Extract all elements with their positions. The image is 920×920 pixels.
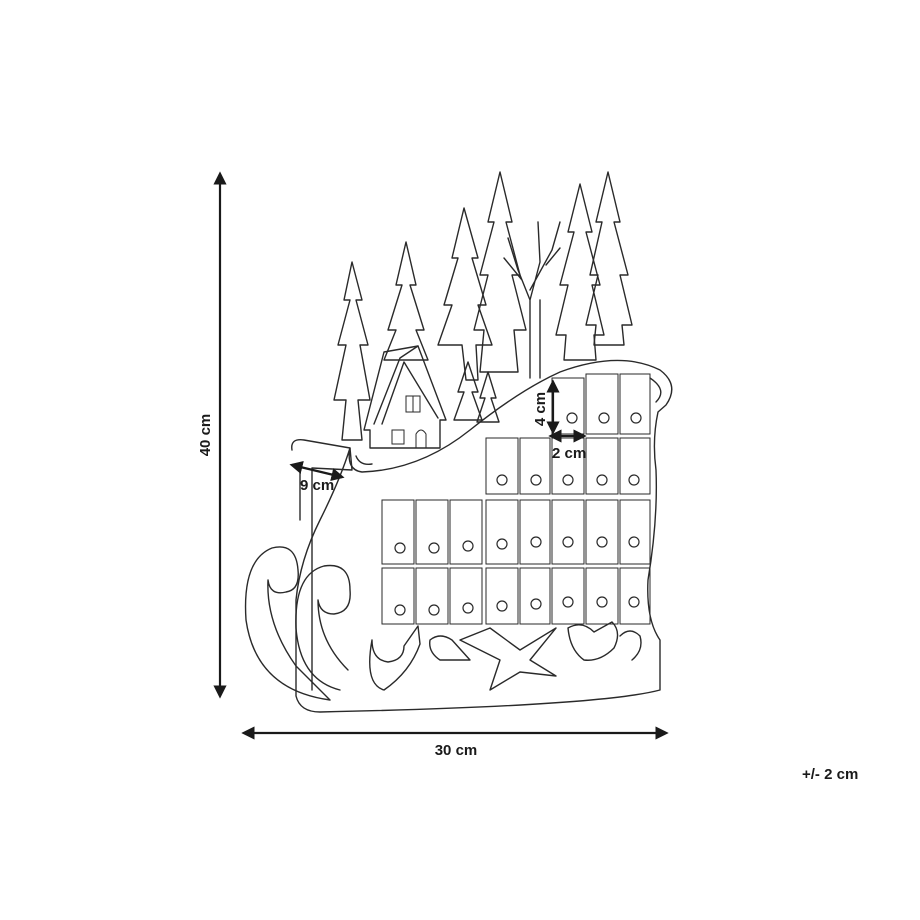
drawer — [619, 499, 651, 565]
bare-tree-icon — [503, 221, 561, 379]
drawer — [485, 437, 519, 495]
drawer-knob — [394, 542, 406, 554]
drawer-knob — [566, 412, 578, 424]
drawer-knob — [628, 474, 640, 486]
drawer-knob — [598, 412, 610, 424]
depth-label: 9 cm — [300, 477, 334, 494]
drawer-knob — [530, 474, 542, 486]
drawer — [619, 437, 651, 495]
drawer-knob — [562, 536, 574, 548]
drawer — [585, 567, 619, 625]
house-window-left — [391, 429, 405, 445]
drawer-knob — [530, 598, 542, 610]
drawer — [619, 567, 651, 625]
tree-icon — [333, 261, 371, 441]
drawer — [619, 373, 651, 435]
sleigh-body — [295, 359, 673, 713]
drawer — [585, 499, 619, 565]
house-door — [415, 429, 427, 448]
drawer-knob — [628, 596, 640, 608]
width-dimension: 30 cm — [241, 726, 669, 759]
drawer — [551, 499, 585, 565]
drawer-knob — [462, 602, 474, 614]
drawer — [485, 499, 519, 565]
drawer — [449, 499, 483, 565]
drawer — [519, 567, 551, 625]
drawer-knob — [530, 536, 542, 548]
drawer-knob — [428, 542, 440, 554]
depth-dimension: 9 cm — [289, 461, 345, 494]
drawer-width-dimension: 2 cm — [548, 429, 587, 462]
tree-illustrations — [333, 171, 633, 441]
depth-dimension-line — [289, 461, 345, 481]
drawer-height-dimension: 4 cm — [532, 379, 560, 435]
tree-icon — [383, 241, 429, 361]
drawer — [415, 567, 449, 625]
width-label: 30 cm — [435, 742, 478, 759]
small-tree-icon — [453, 361, 500, 423]
sleigh-cutouts — [369, 621, 642, 691]
house-illustration — [363, 345, 447, 449]
drawer — [381, 499, 415, 565]
drawer — [551, 567, 585, 625]
height-dimension: 40 cm — [197, 171, 227, 699]
drawer-knob — [496, 538, 508, 550]
drawer-grid — [381, 373, 651, 625]
drawer-knob — [562, 474, 574, 486]
drawer — [551, 377, 585, 435]
drawer-height-label: 4 cm — [532, 392, 549, 426]
drawer-knob — [462, 540, 474, 552]
drawer — [585, 373, 619, 435]
drawer — [449, 567, 483, 625]
drawer-knob — [628, 536, 640, 548]
drawer-knob — [496, 600, 508, 612]
drawer — [381, 567, 415, 625]
drawer-knob — [630, 412, 642, 424]
height-label: 40 cm — [197, 414, 214, 457]
tree-icon — [585, 171, 633, 346]
drawer-width-label: 2 cm — [552, 445, 586, 462]
drawer — [519, 437, 551, 495]
drawer-knob — [596, 474, 608, 486]
drawer — [485, 567, 519, 625]
drawer-knobs — [394, 412, 642, 616]
drawer — [415, 499, 449, 565]
drawer-knob — [562, 596, 574, 608]
drawer — [519, 499, 551, 565]
tree-icon — [437, 207, 493, 381]
drawer — [585, 437, 619, 495]
drawer-knob — [496, 474, 508, 486]
drawer-knob — [428, 604, 440, 616]
drawer-knob — [394, 604, 406, 616]
tolerance-note: +/- 2 cm — [802, 766, 858, 783]
sleigh-runners — [244, 546, 351, 701]
tree-icon — [555, 183, 605, 361]
drawer-knob — [596, 596, 608, 608]
tree-icon — [473, 171, 527, 373]
drawer-knob — [596, 536, 608, 548]
